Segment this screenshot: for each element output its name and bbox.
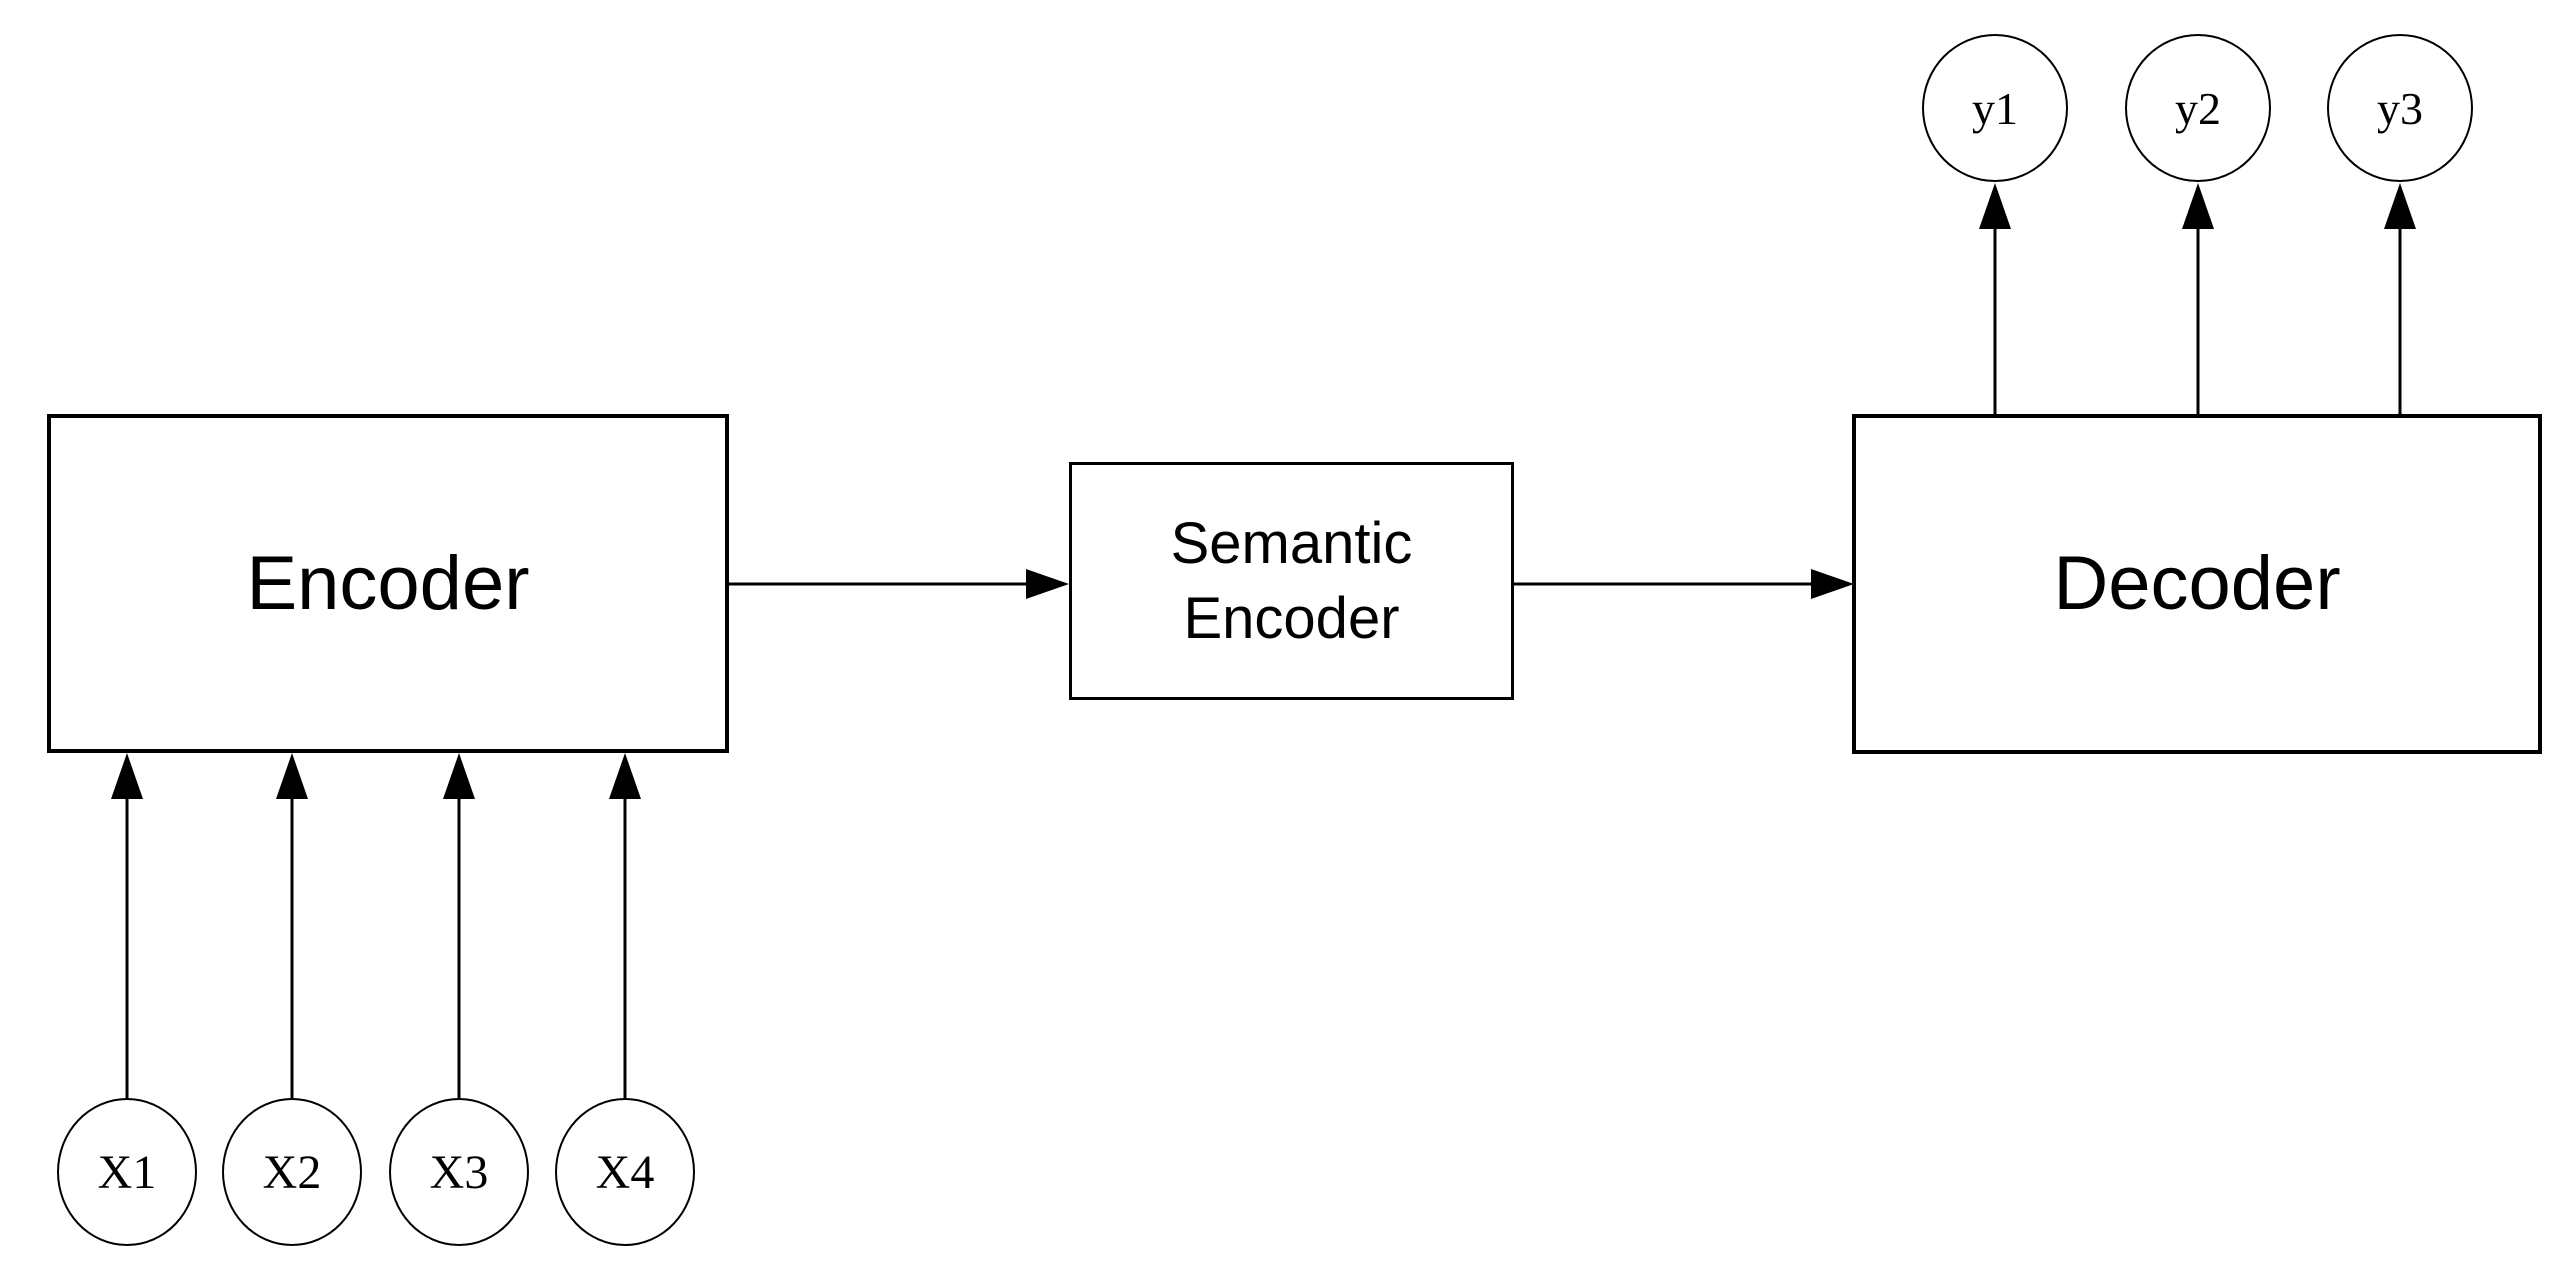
node-semantic-encoder: Semantic Encoder bbox=[1069, 462, 1514, 700]
node-semantic-encoder-label: Semantic Encoder bbox=[1171, 506, 1413, 656]
node-x3-label: X3 bbox=[429, 1145, 489, 1199]
node-y3-label: y3 bbox=[2377, 82, 2423, 134]
node-semantic-encoder-label-line1: Semantic bbox=[1170, 511, 1413, 576]
node-y2: y2 bbox=[2125, 34, 2271, 182]
node-x4-label: X4 bbox=[595, 1145, 655, 1199]
node-x1: X1 bbox=[57, 1098, 197, 1246]
edge-x1-to-encoder-arrowhead bbox=[111, 753, 143, 799]
node-semantic-encoder-label-line2: Encoder bbox=[1183, 586, 1400, 651]
edge-decoder-to-y3-arrowhead bbox=[2384, 183, 2416, 229]
node-x2-label: X2 bbox=[262, 1145, 322, 1199]
node-x4: X4 bbox=[555, 1098, 695, 1246]
edge-x4-to-encoder-arrowhead bbox=[609, 753, 641, 799]
node-y3: y3 bbox=[2327, 34, 2473, 182]
node-encoder: Encoder bbox=[47, 414, 729, 753]
node-x1-label: X1 bbox=[97, 1145, 157, 1199]
edge-semantic-encoder-to-decoder bbox=[1514, 569, 1854, 599]
node-y1-label: y1 bbox=[1972, 82, 2018, 134]
node-x3: X3 bbox=[389, 1098, 529, 1246]
edge-encoder-to-semantic-encoder-arrowhead bbox=[1026, 569, 1069, 599]
edge-x2-to-encoder-arrowhead bbox=[276, 753, 308, 799]
node-decoder-label: Decoder bbox=[2053, 541, 2341, 627]
edge-decoder-to-y1 bbox=[1979, 183, 2011, 416]
edge-x3-to-encoder bbox=[443, 753, 475, 1098]
node-x2: X2 bbox=[222, 1098, 362, 1246]
node-decoder: Decoder bbox=[1852, 414, 2542, 754]
edge-semantic-encoder-to-decoder-arrowhead bbox=[1811, 569, 1854, 599]
edge-decoder-to-y2-arrowhead bbox=[2182, 183, 2214, 229]
edge-decoder-to-y1-arrowhead bbox=[1979, 183, 2011, 229]
edge-encoder-to-semantic-encoder bbox=[729, 569, 1069, 599]
edge-decoder-to-y2 bbox=[2182, 183, 2214, 416]
edge-x1-to-encoder bbox=[111, 753, 143, 1098]
node-y1: y1 bbox=[1922, 34, 2068, 182]
node-encoder-label: Encoder bbox=[246, 540, 530, 626]
edge-x4-to-encoder bbox=[609, 753, 641, 1098]
edge-x3-to-encoder-arrowhead bbox=[443, 753, 475, 799]
edge-x2-to-encoder bbox=[276, 753, 308, 1098]
node-y2-label: y2 bbox=[2175, 82, 2221, 134]
edge-decoder-to-y3 bbox=[2384, 183, 2416, 416]
